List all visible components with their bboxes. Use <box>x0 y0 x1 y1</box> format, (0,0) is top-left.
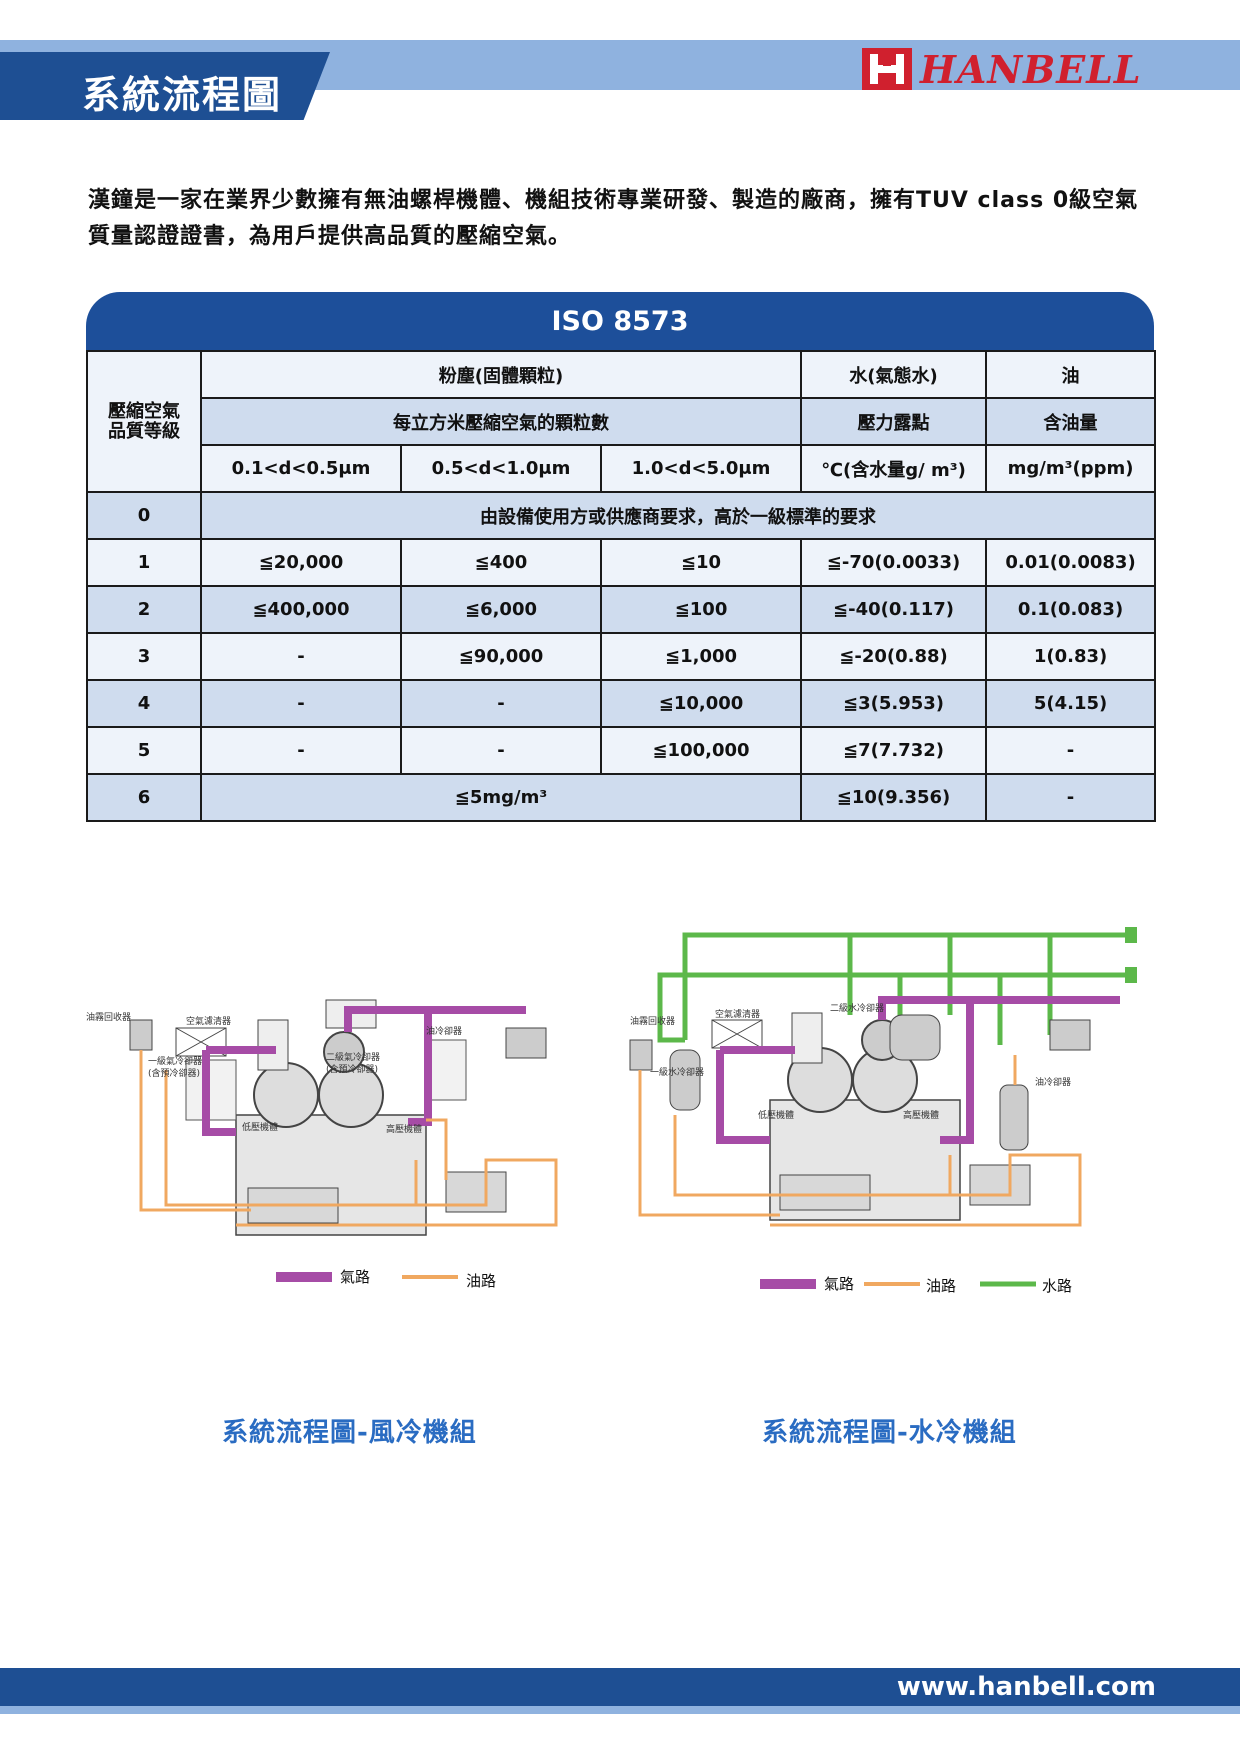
value-cell: - <box>200 632 402 681</box>
value-cell: - <box>400 726 602 775</box>
grade-cell: 4 <box>86 679 202 728</box>
table-row: 5 - - ≦100,000 ≦7(7.732) - <box>86 726 1157 775</box>
value-cell: ≦20,000 <box>200 538 402 587</box>
air-cooled-flow-diagram: 油霧回收器 空氣濾清器 一級氣冷卻器 (含預冷卻器) 二級氣冷卻器 (含預冷卻器… <box>86 999 558 1290</box>
label-oil-cooler: 油冷卻器 <box>426 1025 462 1037</box>
iso-8573-table: 壓縮空氣品質等級 粉塵(固體顆粒) 水(氣態水) 油 每立方米壓縮空氣的顆粒數 … <box>86 350 1157 822</box>
water-cooled-flow-diagram: 油霧回收器 空氣濾清器 一級水冷卻器 二級水冷卻器 油冷卻器 低壓機體 高壓機體… <box>629 927 1137 1295</box>
value-cell: - <box>200 726 402 775</box>
label-oil-recovery: 油霧回收器 <box>630 1015 675 1027</box>
table-row: 0 由設備使用方或供應商要求，高於一級標準的要求 <box>86 491 1157 540</box>
caption-water-cooled: 系統流程圖-水冷機組 <box>762 1418 1017 1448</box>
value-cell: ≦6,000 <box>400 585 602 634</box>
brand-logo: HANBELL <box>862 46 1142 92</box>
value-cell: ≦100 <box>599 585 803 634</box>
legend-air: 氣路 <box>824 1275 854 1293</box>
grade-cell: 2 <box>86 585 202 634</box>
value-cell: ≦10 <box>599 538 803 587</box>
value-cell: ≦400 <box>400 538 602 587</box>
value-cell: ≦10(9.356) <box>800 773 988 822</box>
value-cell: - <box>400 679 602 728</box>
label-stage1-cooler-sub: (含預冷卻器) <box>148 1067 200 1079</box>
label-air-filter: 空氣濾清器 <box>186 1015 231 1027</box>
header-title-block: 系統流程圖 <box>0 52 330 120</box>
unit-cell: mg/m³(ppm) <box>985 444 1157 493</box>
value-cell: 1(0.83) <box>985 632 1157 681</box>
subgroup-dewpoint: 壓力露點 <box>800 397 988 446</box>
label-low-pressure: 低壓機體 <box>758 1109 794 1121</box>
value-cell: ≦400,000 <box>200 585 402 634</box>
group-oil: 油 <box>985 350 1157 399</box>
label-stage2-water: 二級水冷卻器 <box>830 1002 884 1014</box>
hanbell-mark-icon <box>862 48 912 90</box>
iso-table-title: ISO 8573 <box>86 292 1154 350</box>
grade-header-text: 壓縮空氣品質等級 <box>108 400 180 442</box>
value-cell: ≦5mg/m³ <box>199 773 803 822</box>
label-stage1-cooler: 一級氣冷卻器 <box>148 1055 202 1067</box>
value-cell: ≦3(5.953) <box>800 679 988 728</box>
unit-cell: 1.0<d<5.0μm <box>599 444 803 493</box>
unit-cell: 0.5<d<1.0μm <box>400 444 602 493</box>
value-cell: 5(4.15) <box>985 679 1157 728</box>
label-low-pressure: 低壓機體 <box>242 1121 278 1133</box>
value-cell: ≦7(7.732) <box>800 726 988 775</box>
brand-name: HANBELL <box>920 46 1142 92</box>
legend-air-swatch <box>276 1272 332 1282</box>
value-cell: ≦-40(0.117) <box>800 585 988 634</box>
legend-oil: 油路 <box>466 1272 496 1290</box>
value-cell: ≦100,000 <box>599 726 803 775</box>
table-row: 2 ≦400,000 ≦6,000 ≦100 ≦-40(0.117) 0.1(0… <box>86 585 1157 634</box>
value-cell: 0.01(0.0083) <box>985 538 1157 587</box>
grade0-text: 由設備使用方或供應商要求，高於一級標準的要求 <box>199 491 1157 540</box>
value-cell: ≦-70(0.0033) <box>800 538 988 587</box>
label-stage2-cooler-sub: (含預冷卻器) <box>326 1063 378 1075</box>
subgroup-oil-content: 含油量 <box>985 397 1157 446</box>
grade-cell: 3 <box>86 632 202 681</box>
value-cell: - <box>200 679 402 728</box>
unit-cell: 0.1<d<0.5μm <box>200 444 402 493</box>
group-water: 水(氣態水) <box>800 350 988 399</box>
value-cell: 0.1(0.083) <box>985 585 1157 634</box>
table-row: 1 ≦20,000 ≦400 ≦10 ≦-70(0.0033) 0.01(0.0… <box>86 538 1157 587</box>
legend-air-swatch <box>760 1279 816 1289</box>
table-row: 4 - - ≦10,000 ≦3(5.953) 5(4.15) <box>86 679 1157 728</box>
grade-header: 壓縮空氣品質等級 <box>86 350 202 493</box>
footer-band <box>0 1668 1240 1706</box>
label-high-pressure: 高壓機體 <box>386 1123 422 1135</box>
footer-line <box>0 1706 1240 1714</box>
unit-cell: ℃(含水量g/ m³) <box>800 444 988 493</box>
value-cell: ≦10,000 <box>599 679 803 728</box>
label-high-pressure: 高壓機體 <box>903 1109 939 1121</box>
label-stage1-water: 一級水冷卻器 <box>650 1066 704 1078</box>
label-stage2-cooler: 二級氣冷卻器 <box>326 1051 380 1063</box>
caption-air-cooled: 系統流程圖-風冷機組 <box>222 1418 477 1448</box>
legend-water: 水路 <box>1042 1277 1072 1295</box>
label-air-filter: 空氣濾清器 <box>715 1008 760 1020</box>
value-cell: ≦1,000 <box>599 632 803 681</box>
group-dust: 粉塵(固體顆粒) <box>199 350 803 399</box>
value-cell: ≦-20(0.88) <box>800 632 988 681</box>
grade-cell: 5 <box>86 726 202 775</box>
value-cell: - <box>985 726 1157 775</box>
value-cell: ≦90,000 <box>400 632 602 681</box>
footer-website-link[interactable]: www.hanbell.com <box>896 1672 1156 1702</box>
grade-cell: 6 <box>86 773 202 822</box>
label-oil-cooler: 油冷卻器 <box>1035 1076 1071 1088</box>
intro-paragraph: 漢鐘是一家在業界少數擁有無油螺桿機體、機組技術專業研發、製造的廠商，擁有TUV … <box>88 188 1139 249</box>
page-title: 系統流程圖 <box>82 73 283 117</box>
table-row: 3 - ≦90,000 ≦1,000 ≦-20(0.88) 1(0.83) <box>86 632 1157 681</box>
subgroup-particles: 每立方米壓縮空氣的顆粒數 <box>199 397 803 446</box>
value-cell: - <box>985 773 1157 822</box>
legend-air: 氣路 <box>340 1268 370 1286</box>
grade-cell: 1 <box>86 538 202 587</box>
label-oil-recovery: 油霧回收器 <box>86 1011 131 1023</box>
legend-oil: 油路 <box>926 1277 956 1295</box>
table-row: 6 ≦5mg/m³ ≦10(9.356) - <box>86 773 1157 822</box>
grade-cell: 0 <box>86 491 202 540</box>
